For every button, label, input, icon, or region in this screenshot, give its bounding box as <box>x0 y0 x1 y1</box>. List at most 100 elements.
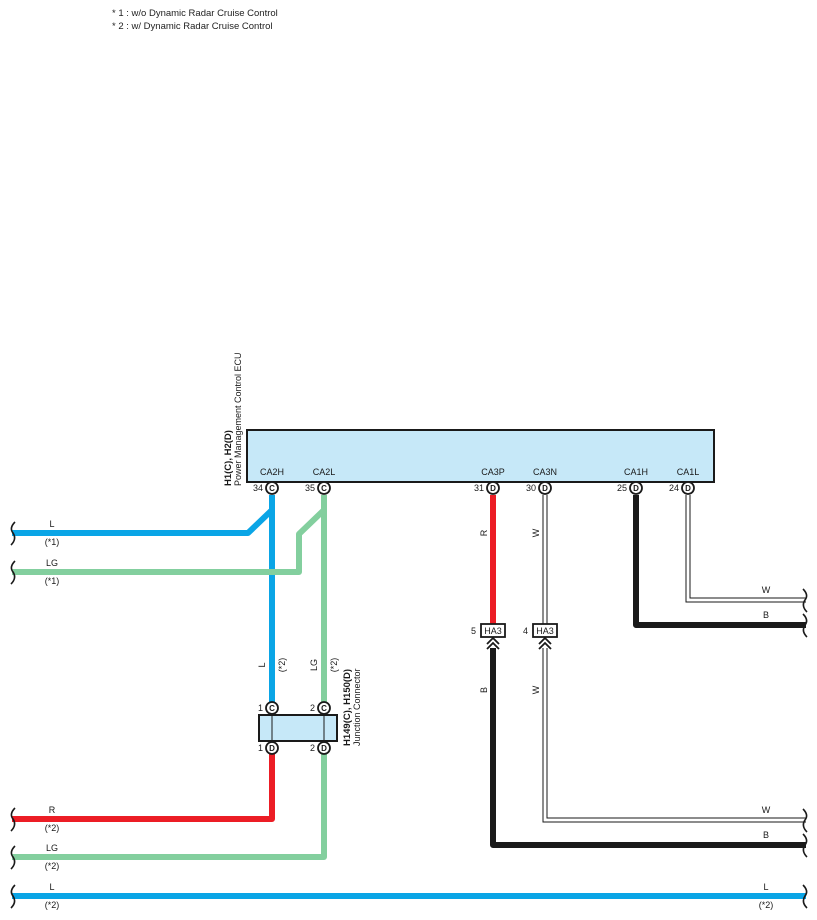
pin-number: 25 <box>617 483 627 493</box>
wire-labels: L (*1) LG (*1) L (*2) LG (*2) R W B W W … <box>45 519 774 910</box>
label-lg-left: LG <box>46 558 58 568</box>
label-l-bottom-right-note: (*2) <box>759 900 774 910</box>
ha3-arrow-icon <box>538 636 552 650</box>
pin-connector-letter: D <box>685 484 691 493</box>
ecu-pin-ca3n: D 30 <box>526 481 552 495</box>
label-b-right-top: B <box>763 610 769 620</box>
break-icon <box>10 845 16 870</box>
junction-pin-bottom-2: D 2 <box>310 741 331 755</box>
label-lg-vertical: LG <box>309 659 319 671</box>
pin-number: 1 <box>258 743 263 753</box>
break-icon <box>802 833 808 858</box>
label-r-left-bottom-note: (*2) <box>45 823 60 833</box>
ecu-signal-ca2l: CA2L <box>313 467 336 477</box>
junction-body <box>258 714 338 742</box>
ecu-pin-ca2h: C 34 <box>253 481 279 495</box>
left-break-symbols <box>10 521 16 909</box>
ecu-body <box>246 429 715 483</box>
label-l-left-note: (*1) <box>45 537 60 547</box>
label-w-lower: W <box>531 685 541 694</box>
pin-number: 24 <box>669 483 679 493</box>
label-l-bottom-left-note: (*2) <box>45 900 60 910</box>
label-lg-left-bottom: LG <box>46 843 58 853</box>
ecu-name: Power Management Control ECU <box>233 352 243 486</box>
break-icon <box>10 807 16 832</box>
junction-connector-id: H149(C), H150(D) <box>342 669 353 746</box>
pin-connector-letter: C <box>321 484 327 493</box>
break-icon <box>802 588 808 613</box>
footnote-2: * 2 : w/ Dynamic Radar Cruise Control <box>112 21 273 32</box>
pin-connector-letter: C <box>321 704 327 713</box>
ha3-connector-pin4: HA3 4 <box>523 623 558 650</box>
label-l-bottom-right: L <box>763 882 768 892</box>
break-icon <box>802 613 808 638</box>
wires <box>12 495 806 899</box>
junction-pin-bottom-1: D 1 <box>258 741 279 755</box>
wire-lg-bottom <box>12 754 327 860</box>
wire-b-lower <box>490 648 806 848</box>
ecu-signal-ca2h: CA2H <box>260 467 284 477</box>
label-l-bottom-left: L <box>49 882 54 892</box>
ha3-name: HA3 <box>484 626 502 636</box>
break-icon <box>802 884 808 909</box>
wire-l-left <box>12 507 275 536</box>
pin-number: 35 <box>305 483 315 493</box>
wire-b-ca1h <box>633 495 806 628</box>
ecu-pin-ca1l: D 24 <box>669 481 695 495</box>
ecu-pin-ca1h: D 25 <box>617 481 643 495</box>
wire-w-lower <box>542 648 806 823</box>
label-w-right-bottom: W <box>762 805 771 815</box>
label-l-left: L <box>49 519 54 529</box>
break-icon <box>10 560 16 585</box>
break-icon <box>10 521 16 546</box>
pin-number: 30 <box>526 483 536 493</box>
wire-w-ca1l <box>685 495 806 603</box>
pin-number: 2 <box>310 743 315 753</box>
label-r-left-bottom: R <box>49 805 56 815</box>
ha3-name: HA3 <box>536 626 554 636</box>
pin-number: 31 <box>474 483 484 493</box>
right-break-symbols <box>802 588 808 909</box>
label-lg-left-note: (*1) <box>45 576 60 586</box>
ha3-pin-number: 4 <box>523 626 528 636</box>
pin-number: 1 <box>258 703 263 713</box>
ecu-pin-ca2l: C 35 <box>305 481 331 495</box>
junction-connector: H149(C), H150(D) Junction Connector C 1 … <box>258 668 362 755</box>
break-icon <box>802 808 808 833</box>
wire-lg-left <box>12 507 327 575</box>
label-lg-vertical-note: (*2) <box>329 658 339 673</box>
ecu-signal-ca1h: CA1H <box>624 467 648 477</box>
ha3-pin-number: 5 <box>471 626 476 636</box>
pin-number: 2 <box>310 703 315 713</box>
junction-pin-top-2: C 2 <box>310 701 331 715</box>
pin-connector-letter: D <box>321 744 327 753</box>
label-w-ca3n: W <box>531 528 541 537</box>
pin-connector-letter: D <box>269 744 275 753</box>
pin-connector-letter: D <box>633 484 639 493</box>
label-w-right-top: W <box>762 585 771 595</box>
label-r-ca3p: R <box>479 529 489 536</box>
junction-pin-top-1: C 1 <box>258 701 279 715</box>
pin-connector-letter: D <box>490 484 496 493</box>
label-b-right-bottom: B <box>763 830 769 840</box>
label-l-vertical: L <box>257 662 267 667</box>
wire-r-bottom <box>12 754 275 822</box>
break-icon <box>10 884 16 909</box>
pin-connector-letter: C <box>269 704 275 713</box>
pin-number: 34 <box>253 483 263 493</box>
ecu-connector-id: H1(C), H2(D) <box>223 430 234 486</box>
ecu-signal-ca1l: CA1L <box>677 467 700 477</box>
footnote-1: * 1 : w/o Dynamic Radar Cruise Control <box>112 8 278 19</box>
ha3-connector-pin5: HA3 5 <box>471 623 506 650</box>
ecu-signal-ca3p: CA3P <box>481 467 505 477</box>
ha3-arrow-icon <box>486 636 500 650</box>
pin-connector-letter: D <box>542 484 548 493</box>
pin-connector-letter: C <box>269 484 275 493</box>
ecu-signal-ca3n: CA3N <box>533 467 557 477</box>
junction-name: Junction Connector <box>352 668 362 746</box>
ecu-pin-ca3p: D 31 <box>474 481 500 495</box>
ecu-box: H1(C), H2(D) Power Management Control EC… <box>223 352 715 495</box>
label-l-vertical-note: (*2) <box>277 658 287 673</box>
label-b-lower: B <box>479 687 489 693</box>
